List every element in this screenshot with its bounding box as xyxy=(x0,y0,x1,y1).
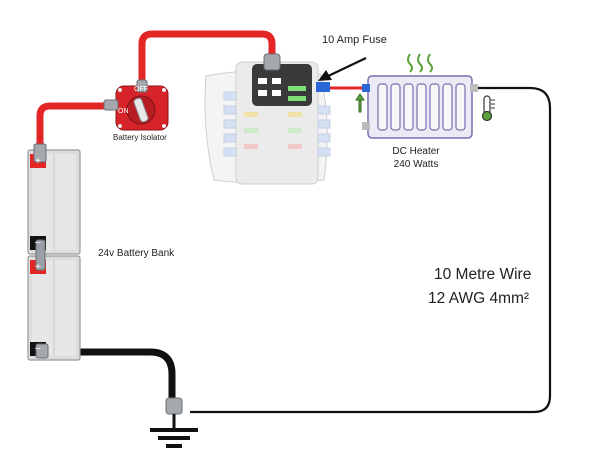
battery-bank-label: 24v Battery Bank xyxy=(98,248,175,259)
negative-lug xyxy=(35,343,49,359)
battery2-minus-label: – xyxy=(35,343,41,354)
isolator-off-label: OFF xyxy=(134,86,148,93)
series-link xyxy=(35,239,46,271)
fuse-pointer-arrow xyxy=(323,57,367,79)
wire-length-label: 10 Metre Wire xyxy=(434,266,532,283)
fuse-label: 10 Amp Fuse xyxy=(322,34,387,46)
fuse-block xyxy=(204,53,331,185)
positive-lug xyxy=(33,143,47,163)
heater-name-label: DC Heater xyxy=(392,146,440,157)
positive-wire-isolator-to-fuse xyxy=(138,30,276,92)
negative-wire-battery-to-ground xyxy=(44,348,176,412)
isolator-on-label: ON xyxy=(118,108,129,115)
ground-symbol xyxy=(150,397,198,448)
battery2-plus-label: + xyxy=(35,262,41,273)
isolator-label: Battery Isolator xyxy=(113,133,167,142)
battery1-minus-label: – xyxy=(35,237,41,248)
negative-wire-heater-return xyxy=(190,86,552,414)
fuse-10a xyxy=(288,86,306,91)
battery-bank xyxy=(27,143,81,361)
battery1-plus-label: + xyxy=(35,156,41,167)
positive-wire-battery-to-isolator xyxy=(36,102,122,164)
battery-isolator xyxy=(103,79,169,131)
dc-heater xyxy=(355,53,495,139)
thermometer-icon xyxy=(481,95,495,122)
fuse-output-terminal xyxy=(316,82,330,92)
isolator-knob xyxy=(133,97,149,123)
heat-waves-icon xyxy=(407,53,433,73)
heater-power-label: 240 Watts xyxy=(393,159,439,170)
heater-up-arrow-icon xyxy=(355,93,365,113)
wire-gauge-label: 12 AWG 4mm² xyxy=(428,290,530,307)
